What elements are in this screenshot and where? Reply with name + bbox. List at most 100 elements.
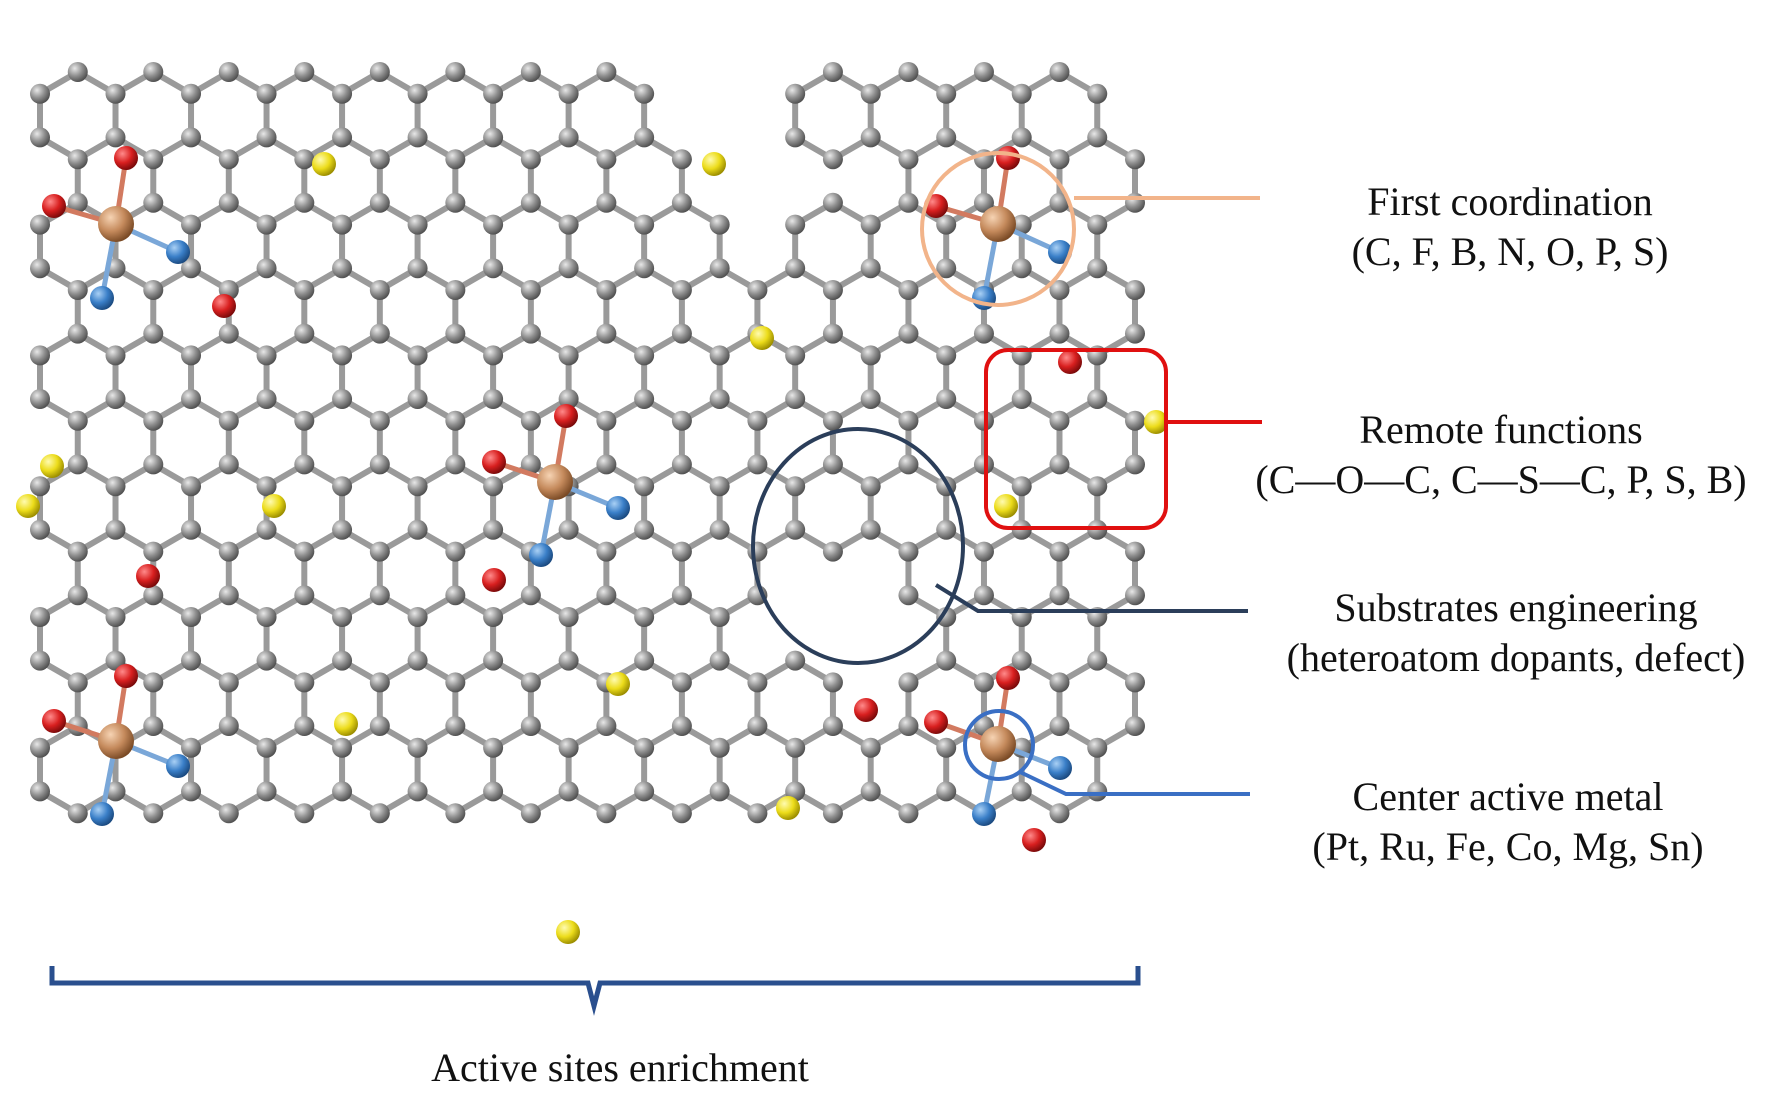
carbon-atom [558,519,579,540]
remote-functions-title: Remote functions [1359,407,1643,452]
oxygen-atom [924,194,948,218]
carbon-atom [407,476,428,497]
oxygen-atom [114,664,138,688]
carbon-atom [785,258,806,279]
sulfur-atom [262,494,286,518]
carbon-atom [445,62,466,82]
carbon-atom [67,280,88,300]
carbon-atom [973,410,994,431]
carbon-atom [369,323,390,344]
carbon-atom [709,476,730,497]
carbon-atom [256,389,277,409]
carbon-atom [407,214,428,235]
carbon-atom [30,476,50,497]
carbon-atom [218,410,239,431]
carbon-atom [1011,127,1032,148]
carbon-atom [483,607,504,627]
carbon-atom [369,410,390,431]
carbon-atom [520,585,541,606]
active-sites-bracket [49,966,1141,1016]
carbon-atom [747,280,768,300]
first-coordination-ring [920,151,1076,307]
carbon-atom [520,280,541,300]
carbon-atom [558,83,579,104]
remote-functions-detail: (C—O—C, C—S—C, P, S, B) [1255,457,1747,502]
carbon-atom [483,519,504,540]
carbon-atom [558,345,579,366]
carbon-atom [143,323,164,344]
carbon-atom [1125,541,1146,562]
carbon-atom [1049,716,1070,736]
carbon-atom [483,345,504,366]
carbon-atom [822,192,843,213]
graphene-bonds [37,69,1139,816]
carbon-atom [1125,585,1146,606]
nitrogen-atom [166,240,190,264]
carbon-atom [785,476,806,497]
carbon-atom [747,454,768,475]
carbon-atom [709,258,730,279]
carbon-atom [181,345,202,366]
carbon-atom [294,803,315,824]
carbon-atom [1125,672,1146,693]
carbon-atom [256,345,277,366]
carbon-atom [936,83,957,104]
carbon-atom [143,149,164,170]
substrates-engineering-leader [934,583,1248,613]
oxygen-atom [482,450,506,474]
carbon-atom [445,541,466,562]
carbon-atom [218,716,239,736]
carbon-atom [332,389,353,409]
carbon-atom [105,781,126,802]
remote-functions-box [984,348,1168,530]
carbon-atom [671,585,692,606]
carbon-atom [256,519,277,540]
carbon-atom [294,672,315,693]
carbon-atom [143,192,164,213]
carbon-atom [256,650,277,671]
carbon-atom [1011,389,1032,409]
carbon-atom [1125,192,1146,213]
carbon-atom [1049,541,1070,562]
carbon-atom [898,192,919,213]
carbon-atom [634,83,655,104]
carbon-atom [785,127,806,148]
carbon-atom [218,149,239,170]
carbon-atom [520,803,541,824]
carbon-atom [785,345,806,366]
carbon-atom [143,280,164,300]
carbon-atom [218,803,239,824]
carbon-atom [973,541,994,562]
carbon-atom [445,672,466,693]
carbon-atom [596,192,617,213]
carbon-atom [218,541,239,562]
carbon-atom [634,389,655,409]
carbon-atom [369,672,390,693]
carbon-atom [671,149,692,170]
carbon-atom [898,716,919,736]
carbon-atom [709,781,730,802]
carbon-atom [181,650,202,671]
carbon-atom [1087,127,1108,148]
carbon-atom [860,476,881,497]
carbon-atom [596,454,617,475]
carbon-atom [709,519,730,540]
carbon-atom [181,214,202,235]
carbon-atom [483,737,504,758]
carbon-atom [407,83,428,104]
oxygen-atom [996,666,1020,690]
oxygen-atom [482,568,506,592]
carbon-atom [294,716,315,736]
carbon-atom [822,280,843,300]
carbon-atom [445,585,466,606]
carbon-atom [294,62,315,82]
carbon-atom [973,672,994,693]
carbon-atom [407,737,428,758]
carbon-atom [30,258,50,279]
first-coordination-title: First coordination [1367,179,1653,224]
carbon-atom [1087,258,1108,279]
carbon-atom [822,672,843,693]
carbon-atom [445,803,466,824]
carbon-atom [822,62,843,82]
carbon-atom [1011,781,1032,802]
